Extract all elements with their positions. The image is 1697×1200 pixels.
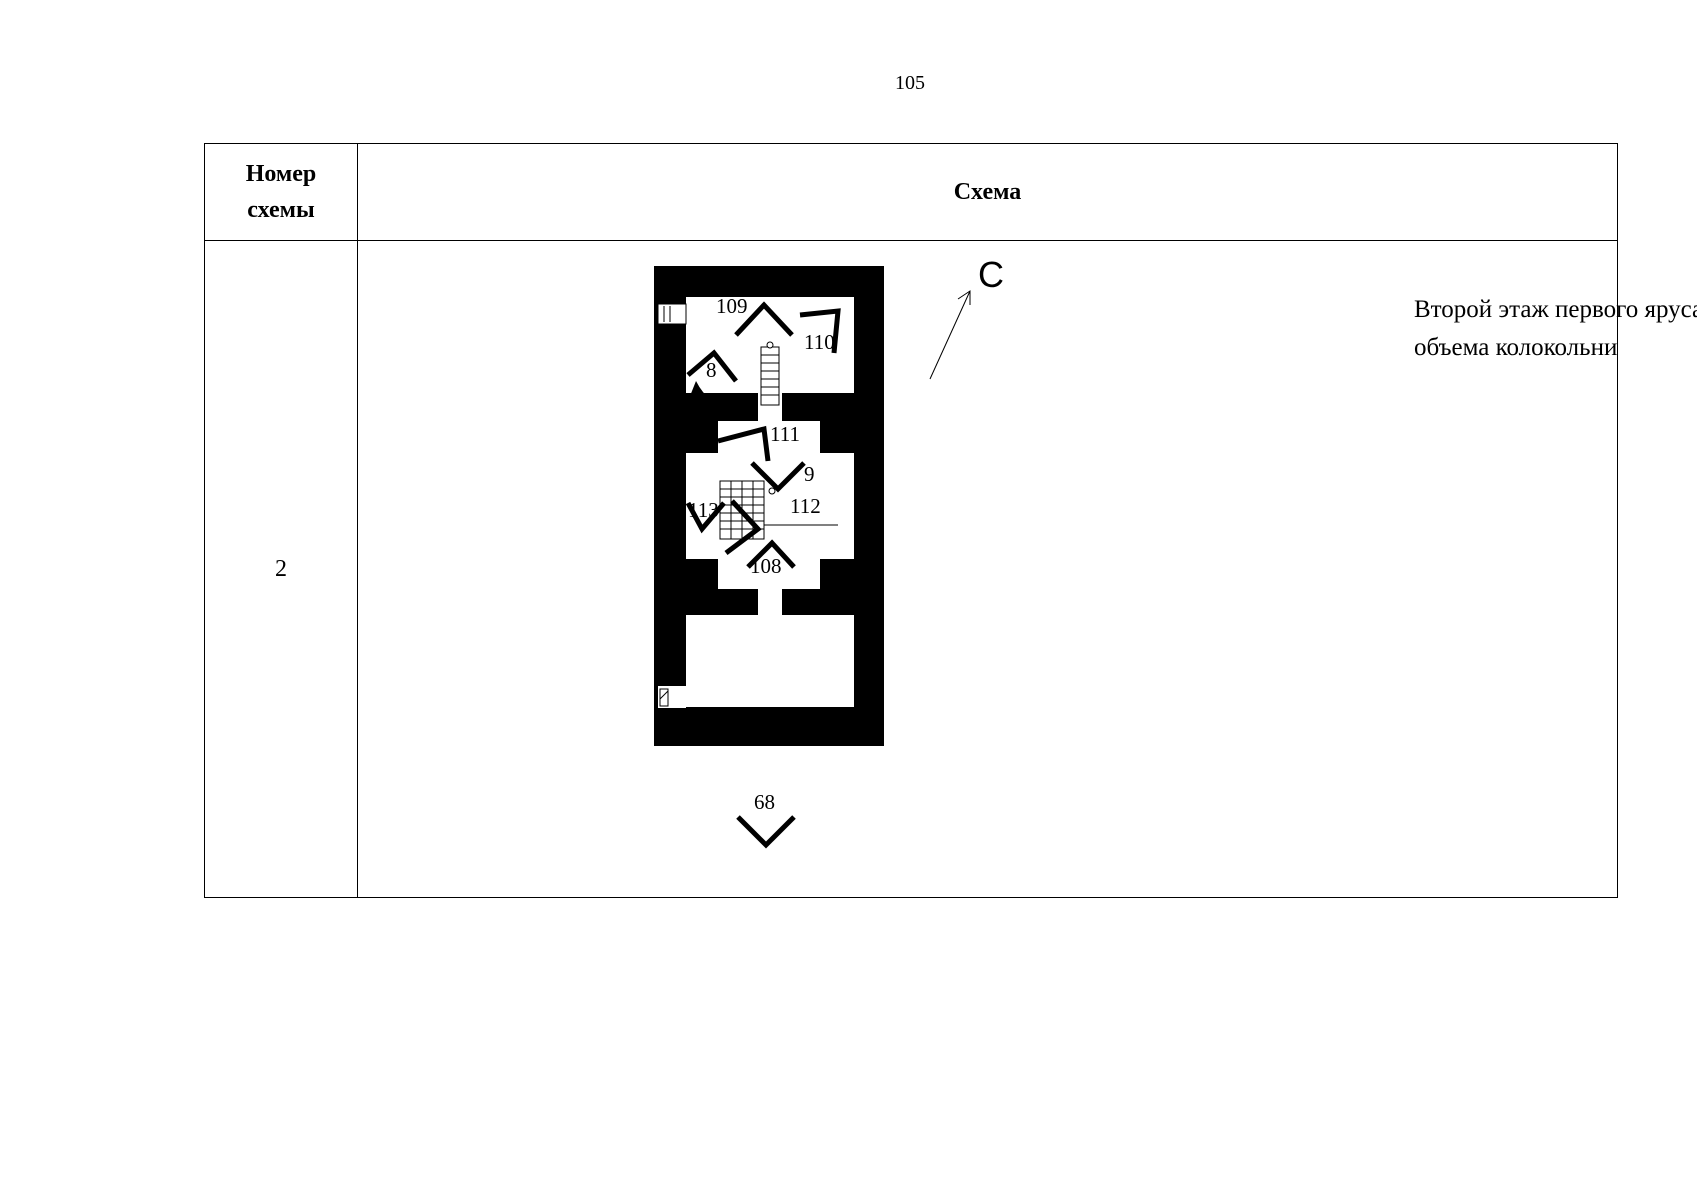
middle-room (686, 421, 854, 589)
caption-line2: объема колокольни (1414, 334, 1618, 361)
view-chevron-113 (685, 501, 726, 534)
north-arrow: С (929, 254, 1004, 380)
view-chevron-68 (736, 815, 796, 849)
north-letter: С (978, 254, 1004, 295)
floor-plan-drawing: 109 110 8 111 9 113 112 108 68 С (654, 254, 1004, 849)
view-chevron-112 (724, 499, 762, 555)
view-label-110: 110 (804, 330, 835, 354)
view-chevron-110 (799, 308, 841, 354)
header-number-line1: Номер (245, 161, 317, 187)
caption-line1: Второй этаж первого яруса (1414, 296, 1697, 323)
header-scheme-number: Номер схемы (204, 143, 358, 241)
view-chevron-111 (717, 425, 771, 462)
lower-room (686, 615, 854, 707)
table-header-row: Номер схемы Схема (204, 143, 1618, 241)
view-label-8: 8 (706, 358, 717, 382)
view-label-108: 108 (750, 554, 782, 578)
schemes-table: Номер схемы Схема 2 (204, 143, 1697, 898)
view-label-9: 9 (804, 462, 815, 486)
view-label-113: 113 (688, 498, 719, 522)
view-chevron-109 (734, 301, 794, 337)
view-label-68: 68 (754, 790, 775, 814)
scheme-cell: 109 110 8 111 9 113 112 108 68 С (357, 240, 1697, 898)
view-label-112: 112 (790, 494, 821, 518)
upper-passage (758, 391, 782, 421)
niche-shape (688, 381, 712, 421)
header-scheme: Схема (357, 143, 1618, 241)
view-label-109: 109 (716, 294, 748, 318)
lower-wall-opening (658, 686, 686, 708)
page-number: 105 (895, 72, 925, 94)
header-number-line2: схемы (247, 197, 315, 223)
view-label-111: 111 (770, 422, 800, 446)
scheme-number-cell: 2 (204, 240, 358, 898)
view-chevron-9 (750, 461, 806, 493)
view-chevron-108 (746, 539, 796, 569)
lower-passage (758, 589, 782, 615)
ladder-upper (760, 341, 780, 406)
upper-wall-opening (657, 303, 687, 325)
scheme-drawing-area: 109 110 8 111 9 113 112 108 68 С (358, 241, 1697, 897)
table-row: 2 (204, 240, 1697, 898)
scheme-caption: Второй этаж первого яруса объема колокол… (1414, 291, 1697, 367)
view-chevron-8 (686, 349, 738, 383)
